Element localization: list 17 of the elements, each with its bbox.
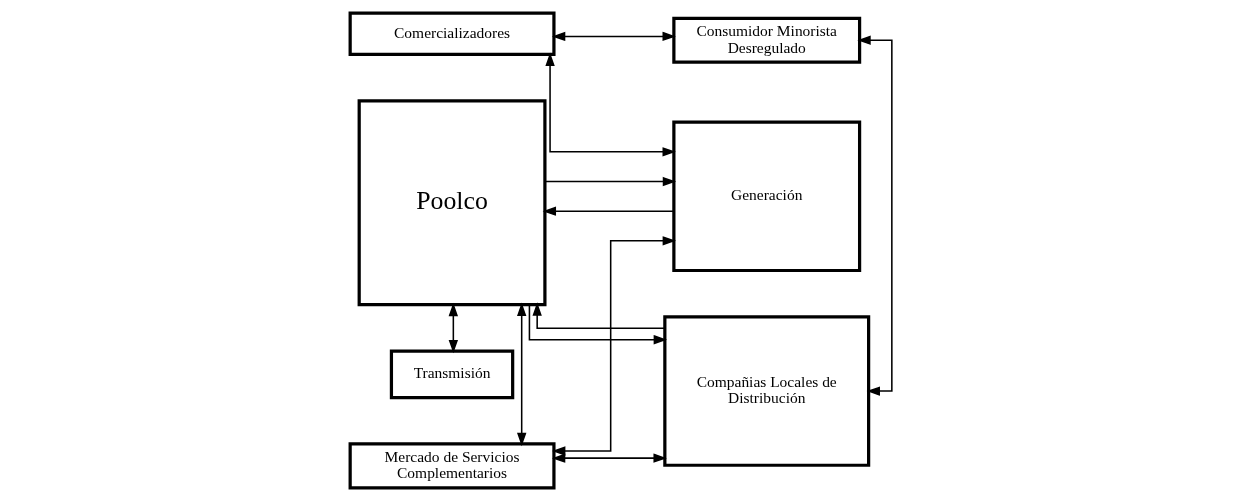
node-box: Transmisión xyxy=(389,349,514,400)
node-box: Comercializadores xyxy=(348,11,556,57)
node-box: Generación xyxy=(671,120,861,273)
arrow xyxy=(531,302,665,330)
arrow xyxy=(551,236,676,456)
arrow xyxy=(542,206,674,216)
arrow xyxy=(856,35,893,396)
arrow xyxy=(551,453,667,463)
arrow xyxy=(551,31,676,42)
arrow xyxy=(528,304,667,345)
arrow xyxy=(516,302,526,447)
node-box: Compañias Locales de Distribución xyxy=(662,315,870,467)
arrow xyxy=(544,52,676,157)
node-box: Mercado de Servicios Complementarios xyxy=(348,442,556,490)
node-box: Poolco xyxy=(357,99,546,307)
arrow xyxy=(543,176,676,187)
node-box: Consumidor Minorista Desregulado xyxy=(671,16,861,64)
